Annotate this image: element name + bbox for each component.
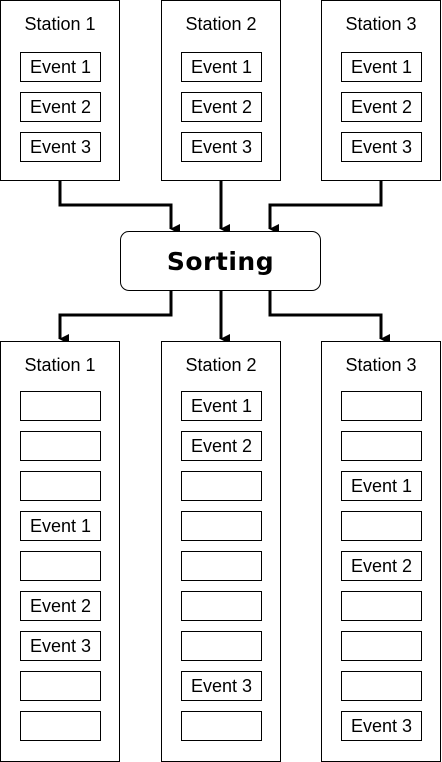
station-title: Station 2 (185, 14, 257, 34)
event-slot (341, 631, 422, 661)
event-slot (20, 431, 101, 461)
input-station-2: Station 2 Event 1 Event 2 Event 3 (161, 0, 281, 181)
event-slot: Event 2 (20, 591, 101, 621)
event-slot: Event 1 (20, 511, 101, 541)
arrow-sorting-to-output-station-1 (58, 291, 173, 344)
event-slot (20, 551, 101, 581)
event-slot: Event 2 (20, 92, 101, 122)
event-slot: Event 2 (181, 431, 262, 461)
station-title: Station 1 (24, 355, 96, 375)
event-slot (20, 711, 101, 741)
input-station-3: Station 3 Event 1 Event 2 Event 3 (321, 0, 441, 181)
event-slot: Event 3 (20, 631, 101, 661)
sorting-box: Sorting (120, 231, 321, 291)
event-slot: Event 1 (341, 52, 422, 82)
station-title: Station 3 (345, 14, 417, 34)
station-title: Station 2 (185, 355, 257, 375)
arrow-sorting-to-output-station-3 (268, 291, 390, 344)
event-slot (20, 391, 101, 421)
output-station-3: Station 3 Event 1 Event 2 Event 3 (321, 341, 441, 762)
event-slot (181, 551, 262, 581)
event-slot: Event 1 (20, 52, 101, 82)
event-slot: Event 3 (341, 132, 422, 162)
station-title: Station 3 (345, 355, 417, 375)
output-station-2: Station 2 Event 1 Event 2 Event 3 (161, 341, 281, 762)
event-slot: Event 1 (181, 391, 262, 421)
event-slot: Event 2 (341, 92, 422, 122)
event-slot: Event 1 (341, 471, 422, 501)
event-slot (20, 471, 101, 501)
event-slot (181, 471, 262, 501)
event-slot (181, 711, 262, 741)
event-slot (341, 391, 422, 421)
output-station-1: Station 1 Event 1 Event 2 Event 3 (0, 341, 120, 762)
event-slot (341, 591, 422, 621)
station-title: Station 1 (24, 14, 96, 34)
event-slot (181, 511, 262, 541)
event-slot (341, 511, 422, 541)
event-slot: Event 2 (181, 92, 262, 122)
event-slot: Event 3 (181, 671, 262, 701)
event-slot: Event 1 (181, 52, 262, 82)
event-slot (181, 631, 262, 661)
input-station-1: Station 1 Event 1 Event 2 Event 3 (0, 0, 120, 181)
event-slot (341, 671, 422, 701)
event-slot: Event 3 (181, 132, 262, 162)
sorting-label: Sorting (166, 246, 275, 276)
arrow-input-station-1-to-sorting (58, 181, 180, 234)
arrow-input-station-3-to-sorting (268, 181, 383, 234)
event-slot: Event 2 (341, 551, 422, 581)
event-slot: Event 3 (341, 711, 422, 741)
event-slot: Event 3 (20, 132, 101, 162)
event-slot (181, 591, 262, 621)
event-slot (341, 431, 422, 461)
event-slot (20, 671, 101, 701)
